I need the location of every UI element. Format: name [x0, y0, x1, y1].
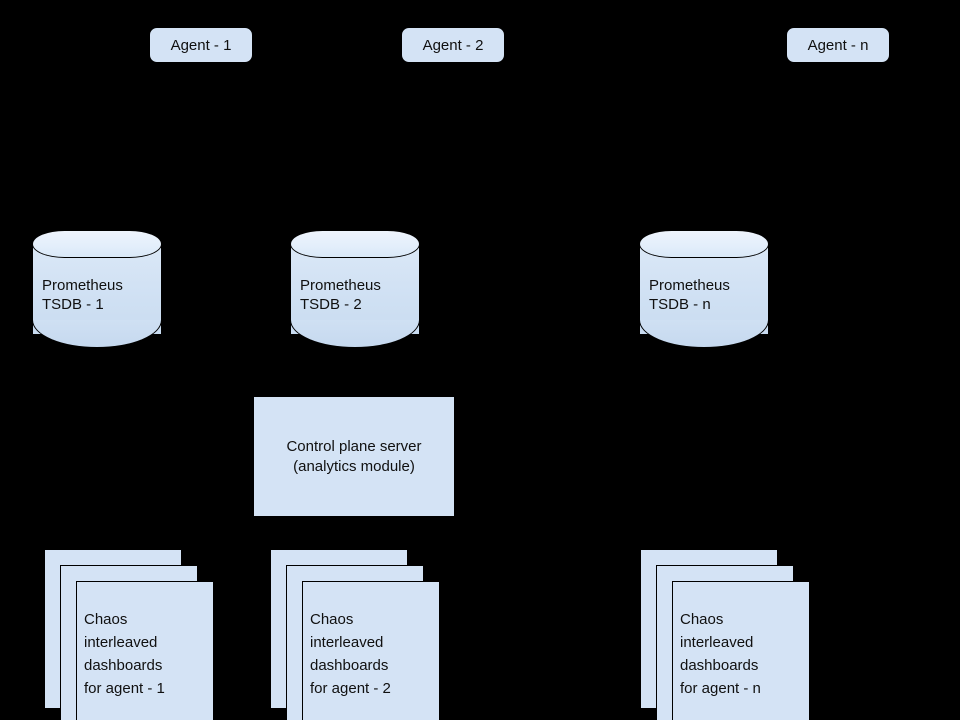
- cylinder-body: [639, 244, 769, 334]
- cylinder-body: [32, 244, 162, 334]
- database-cylinder-n[interactable]: Prometheus TSDB - n: [639, 230, 769, 348]
- agent-box-n[interactable]: Agent - n: [786, 27, 890, 63]
- cylinder-bottom-ellipse: [32, 320, 162, 348]
- agent-box-2-label: Agent - 2: [422, 36, 484, 54]
- arrow-tsdb-2-to-control-plane: [350, 348, 360, 398]
- database-cylinder-2-label: Prometheus TSDB - 2: [300, 277, 381, 313]
- arrow-agent-2-to-tsdb-2: [350, 63, 454, 232]
- database-cylinder-n-label: Prometheus TSDB - n: [649, 277, 730, 313]
- database-cylinder-1-label: Prometheus TSDB - 1: [42, 277, 123, 313]
- cylinder-bottom-ellipse: [639, 320, 769, 348]
- agent-box-n-label: Agent - n: [807, 36, 869, 54]
- dashboard-stack-1[interactable]: Chaos interleaved dashboards for agent -…: [44, 549, 216, 720]
- dashboard-stack-1-label: Chaos interleaved dashboards for agent -…: [84, 611, 165, 697]
- database-cylinder-1[interactable]: Prometheus TSDB - 1: [32, 230, 162, 348]
- dashboard-stack-2-label: Chaos interleaved dashboards for agent -…: [310, 611, 391, 697]
- cylinder-top-ellipse: [290, 230, 420, 258]
- dashboard-card-front: [672, 581, 810, 720]
- agent-box-1[interactable]: Agent - 1: [149, 27, 253, 63]
- dashboard-stack-n[interactable]: Chaos interleaved dashboards for agent -…: [640, 549, 812, 720]
- cylinder-top-ellipse: [32, 230, 162, 258]
- dashboard-card-front: [76, 581, 214, 720]
- control-plane-server-box[interactable]: Control plane server (analytics module): [253, 396, 455, 517]
- cylinder-bottom-ellipse: [290, 320, 420, 348]
- control-plane-server-label: Control plane server (analytics module): [286, 437, 422, 475]
- agent-box-1-label: Agent - 1: [170, 36, 232, 54]
- dashboard-stack-n-label: Chaos interleaved dashboards for agent -…: [680, 611, 761, 697]
- arrow-tsdb-n-to-control-plane: [351, 348, 705, 398]
- agent-box-2[interactable]: Agent - 2: [401, 27, 505, 63]
- arrow-agent-1-to-tsdb-1: [92, 63, 202, 232]
- dashboard-card-front: [302, 581, 440, 720]
- cylinder-top-ellipse: [639, 230, 769, 258]
- arrow-tsdb-1-to-control-plane: [96, 348, 359, 398]
- cylinder-body: [290, 244, 420, 334]
- arrow-agent-n-to-tsdb-n: [699, 63, 839, 232]
- dashboard-stack-2[interactable]: Chaos interleaved dashboards for agent -…: [270, 549, 442, 720]
- database-cylinder-2[interactable]: Prometheus TSDB - 2: [290, 230, 420, 348]
